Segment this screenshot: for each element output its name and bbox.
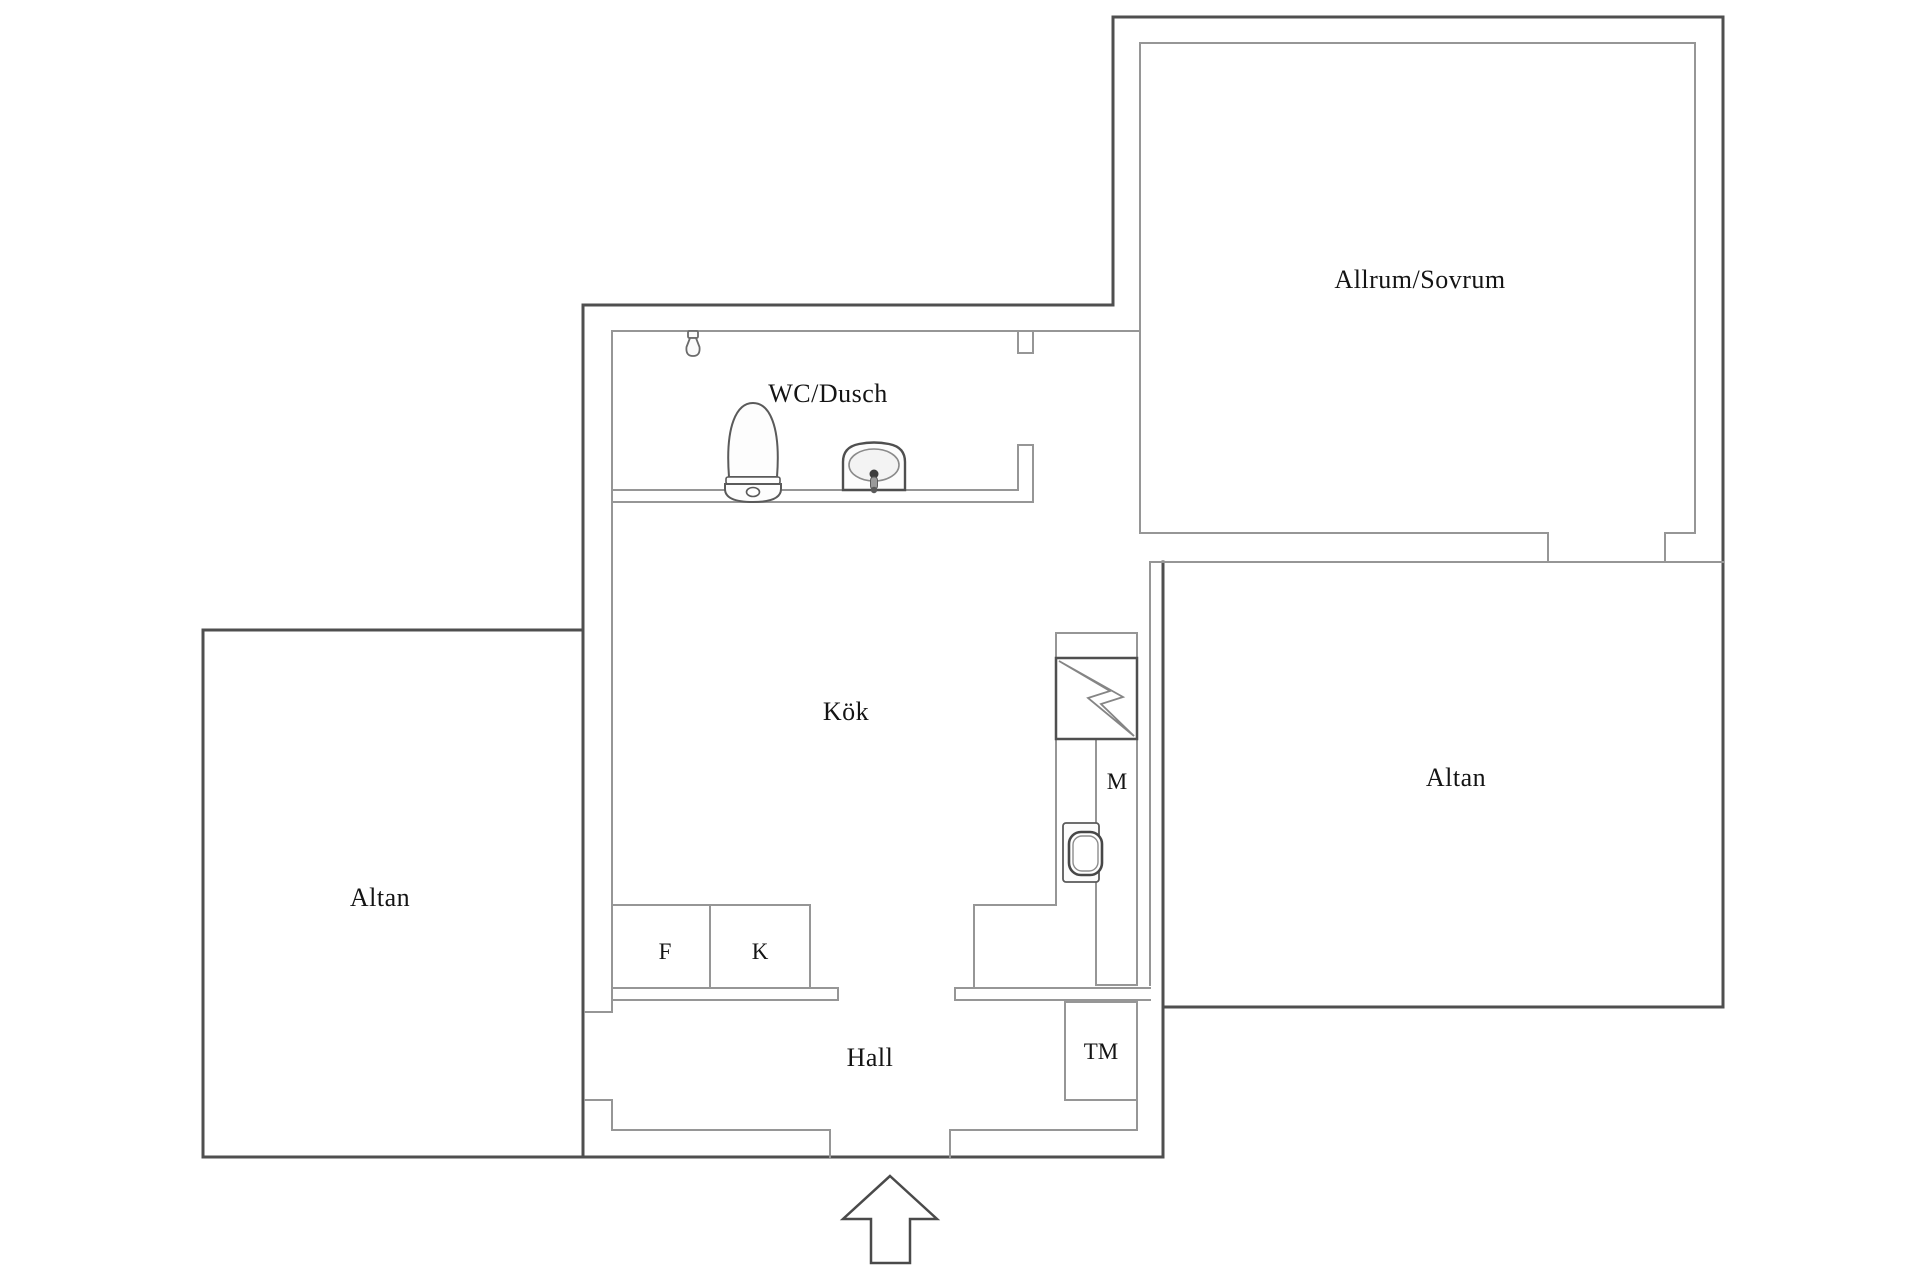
kitchen-counter-outline — [611, 632, 1151, 1001]
room-label-wc-dusch: WC/Dusch — [768, 379, 888, 408]
appliance-label-m-unit: M — [1106, 769, 1128, 794]
room-label-allrum-sovrum: Allrum/Sovrum — [1334, 265, 1506, 294]
shower-icon — [685, 330, 701, 357]
room-label-altan-left: Altan — [349, 883, 411, 912]
allrum-inner-walls — [1139, 42, 1724, 563]
tumble-dryer-box — [1064, 1001, 1138, 1101]
room-label-hall: Hall — [846, 1043, 894, 1072]
toilet-flush-button — [745, 486, 761, 498]
building-outline — [201, 15, 1725, 1159]
wc-bottom-wall — [611, 444, 1034, 503]
freezer-box — [709, 904, 811, 989]
outer-walls — [201, 15, 1725, 1159]
washbasin-drain — [869, 469, 879, 479]
washbasin-icon — [841, 441, 907, 494]
electric-panel — [1054, 656, 1139, 741]
kitchen-sink-icon — [1062, 822, 1104, 883]
west-inner-wall — [584, 330, 831, 1158]
appliance-label-freezer: K — [751, 939, 769, 964]
room-label-altan-right: Altan — [1425, 763, 1487, 792]
toilet-seat-hinge — [725, 476, 781, 485]
appliance-label-tumble-dryer: TM — [1083, 1039, 1119, 1064]
toilet-bowl — [727, 401, 779, 478]
entrance-arrow-icon — [839, 1174, 941, 1265]
hall-bottom-right-inner-wall — [949, 1099, 1138, 1158]
toilet-icon — [724, 401, 782, 504]
room-label-kok: Kök — [822, 697, 870, 726]
inner-walls — [584, 42, 1724, 1158]
wc-door-jamb-notch — [1017, 330, 1034, 354]
washbasin-tap-base — [870, 486, 878, 494]
appliance-label-fridge: F — [658, 939, 672, 964]
electric-panel-lightning-icon — [1058, 660, 1135, 737]
